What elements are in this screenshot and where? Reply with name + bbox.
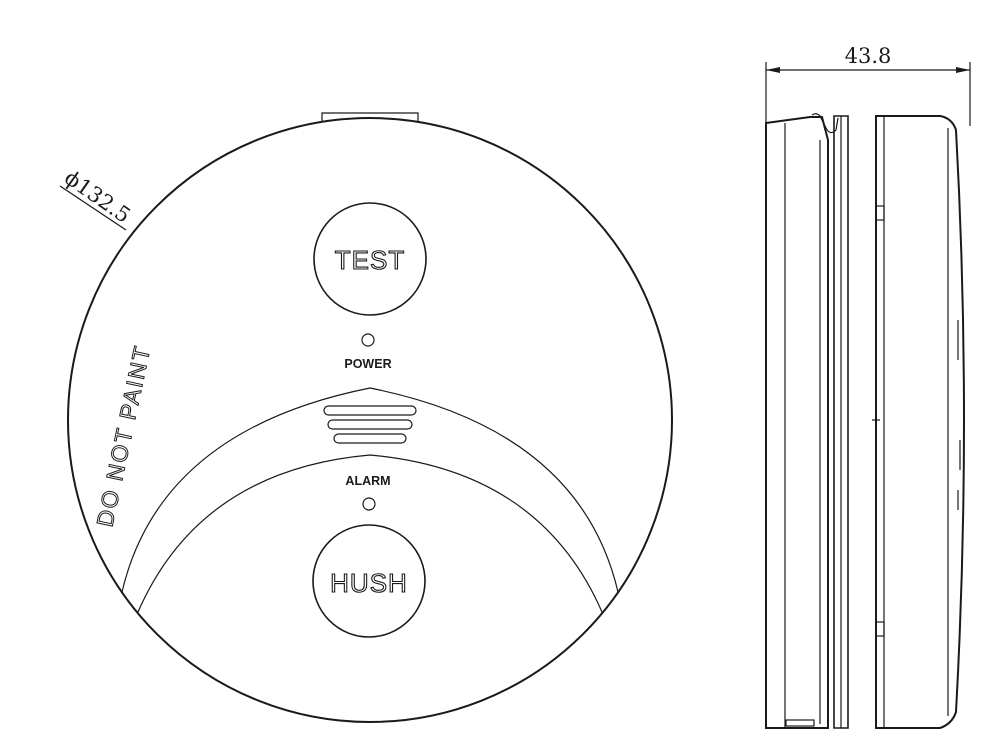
hush-button-label: HUSH (330, 568, 408, 598)
diameter-dimension: ϕ132.5 (59, 165, 135, 231)
side-notch-bottom (875, 621, 885, 637)
power-indicator-label: POWER (344, 357, 391, 371)
detector-body-outline (67, 117, 673, 723)
height-dimension: 43.8 (765, 44, 971, 126)
test-button-label: TEST (335, 245, 405, 275)
front-view: TEST POWER ALARM HUSH DO NOT PAINT ϕ132.… (59, 112, 673, 723)
side-view: 43.8 (765, 44, 971, 729)
side-text-marks (957, 320, 961, 510)
mounting-ring-outline (833, 115, 849, 729)
diameter-label: ϕ132.5 (60, 165, 135, 227)
power-led-icon (361, 333, 375, 347)
vent-cover-inner-arc (137, 454, 603, 613)
alarm-led-icon (362, 497, 376, 511)
height-label: 43.8 (845, 44, 892, 68)
base-clip (785, 719, 815, 727)
mounting-base-outline (765, 116, 829, 729)
top-tab (321, 112, 419, 121)
do-not-paint-warning: DO NOT PAINT (91, 342, 155, 529)
detector-body-side-outline (875, 115, 965, 729)
alarm-indicator-label: ALARM (345, 474, 390, 488)
vent-cover-outer-arc (121, 387, 619, 593)
test-button[interactable]: TEST (313, 202, 427, 316)
speaker-grille (323, 405, 417, 444)
hush-button[interactable]: HUSH (312, 524, 426, 638)
side-notch-top (875, 205, 885, 221)
